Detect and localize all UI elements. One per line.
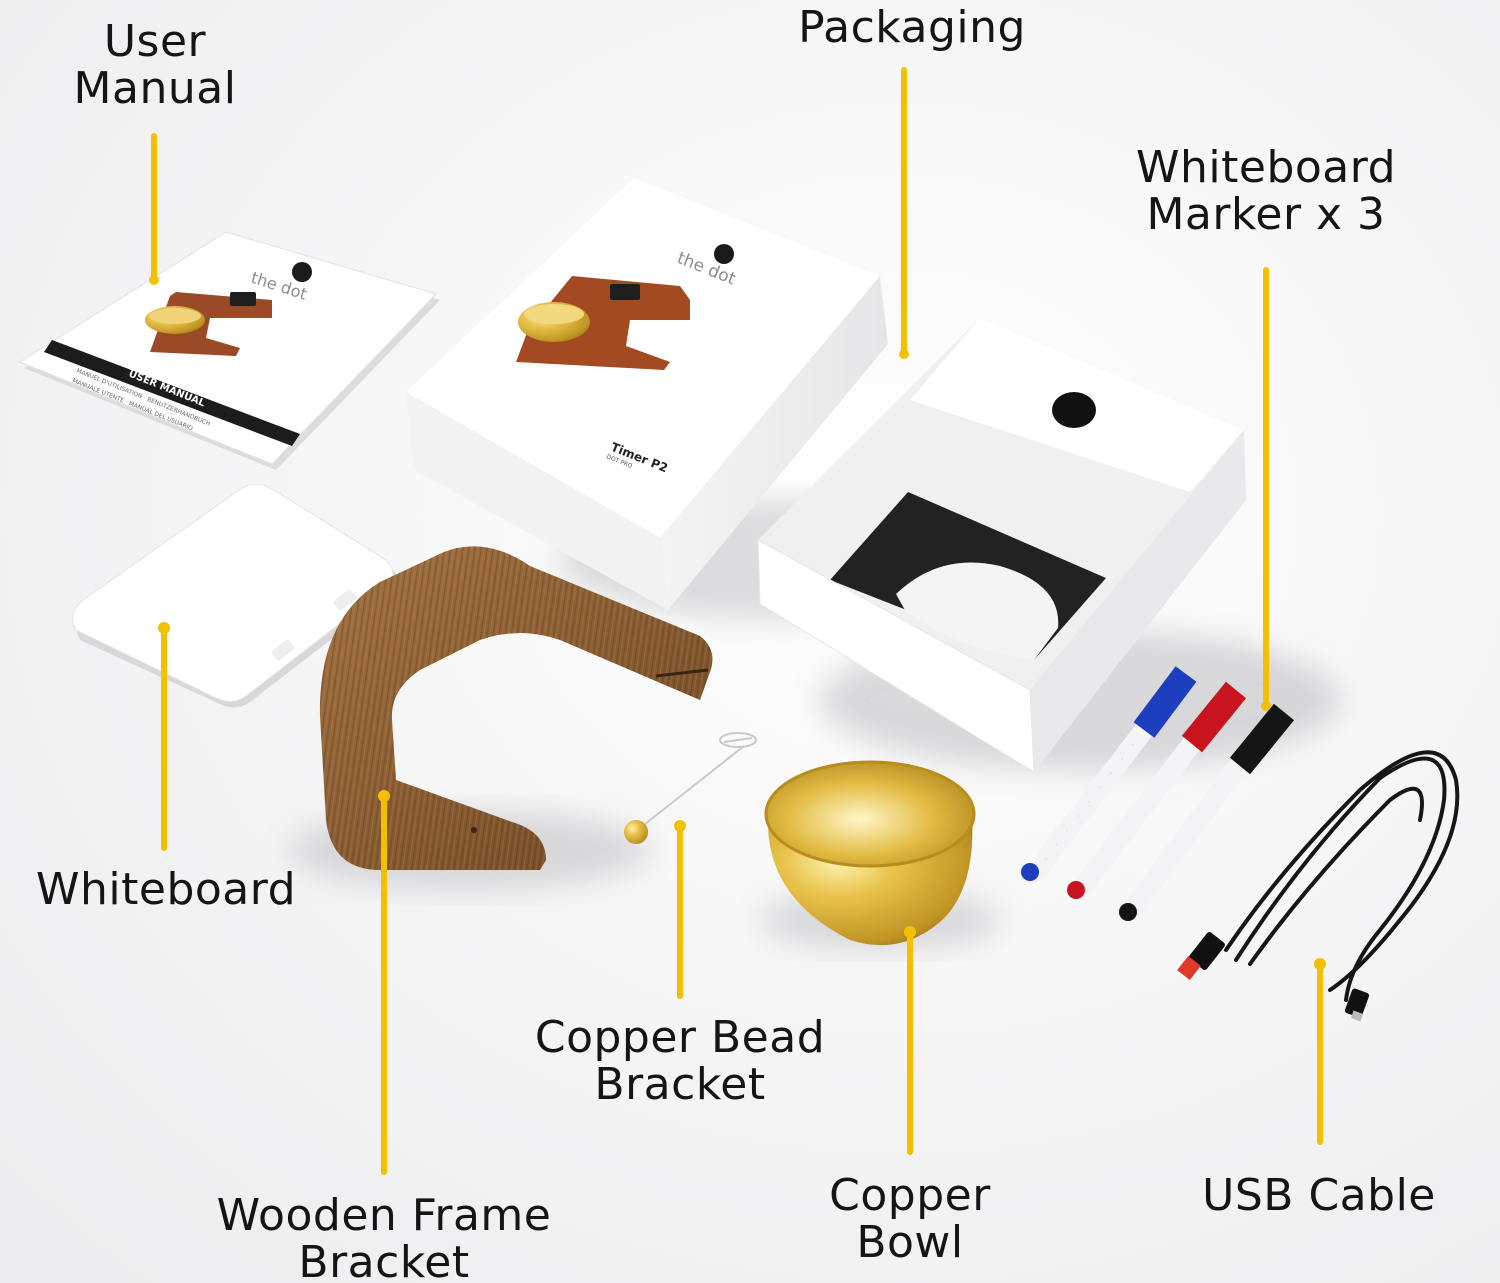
label-user-manual-line-1: User: [103, 16, 207, 67]
packaging-lid: the dot Timer P2 DOT PRO: [406, 178, 888, 610]
label-user-manual: User Manual: [55, 18, 255, 112]
manual-cover-bowl-illustration: [145, 292, 272, 356]
manual-logo-dot-icon: [292, 262, 312, 282]
label-whiteboard-marker: Whiteboard Marker x 3: [1126, 144, 1406, 238]
label-copper-bowl-line-2: Bowl: [856, 1217, 964, 1268]
label-wooden-frame-bracket-line-1: Wooden Frame: [216, 1190, 552, 1241]
label-copper-bead-bracket: Copper Bead Bracket: [520, 1014, 840, 1108]
copper-bowl-item: [764, 760, 976, 946]
marker-red: [1067, 681, 1247, 900]
wooden-frame-bracket-item: [319, 546, 713, 870]
marker-blue: [1021, 666, 1197, 884]
whiteboard-markers-item: [1021, 666, 1295, 921]
label-copper-bead-bracket-line-1: Copper Bead: [534, 1012, 826, 1063]
label-whiteboard-marker-line-2: Marker x 3: [1146, 189, 1386, 240]
label-packaging-text: Packaging: [798, 2, 1026, 53]
label-usb-cable-text: USB Cable: [1202, 1170, 1436, 1221]
callout-lines: [149, 67, 1326, 1175]
label-whiteboard-text: Whiteboard: [36, 864, 296, 915]
label-user-manual-line-2: Manual: [73, 63, 237, 114]
tray-logo-dot-icon: [1052, 392, 1096, 428]
label-copper-bowl: Copper Bowl: [800, 1172, 1020, 1266]
label-whiteboard-marker-line-1: Whiteboard: [1136, 142, 1396, 193]
whiteboard-item: [72, 484, 398, 708]
label-copper-bowl-line-1: Copper: [829, 1170, 991, 1221]
label-wooden-frame-bracket: Wooden Frame Bracket: [204, 1192, 564, 1283]
user-manual-item: the dot USER MANUAL MANUEL D'UTILISATION…: [18, 231, 440, 470]
label-usb-cable: USB Cable: [1186, 1172, 1452, 1219]
packaging-tray: [757, 318, 1246, 773]
label-wooden-frame-bracket-line-2: Bracket: [298, 1237, 470, 1283]
box-logo-dot-icon: [714, 244, 734, 264]
usb-cable-item: [1177, 750, 1460, 1022]
label-copper-bead-bracket-line-2: Bracket: [594, 1059, 766, 1110]
label-whiteboard: Whiteboard: [26, 866, 306, 913]
copper-bead-bracket-item: [624, 732, 757, 844]
box-bowl-illustration: [516, 276, 690, 370]
label-packaging: Packaging: [782, 4, 1042, 51]
marker-black: [1119, 703, 1295, 921]
